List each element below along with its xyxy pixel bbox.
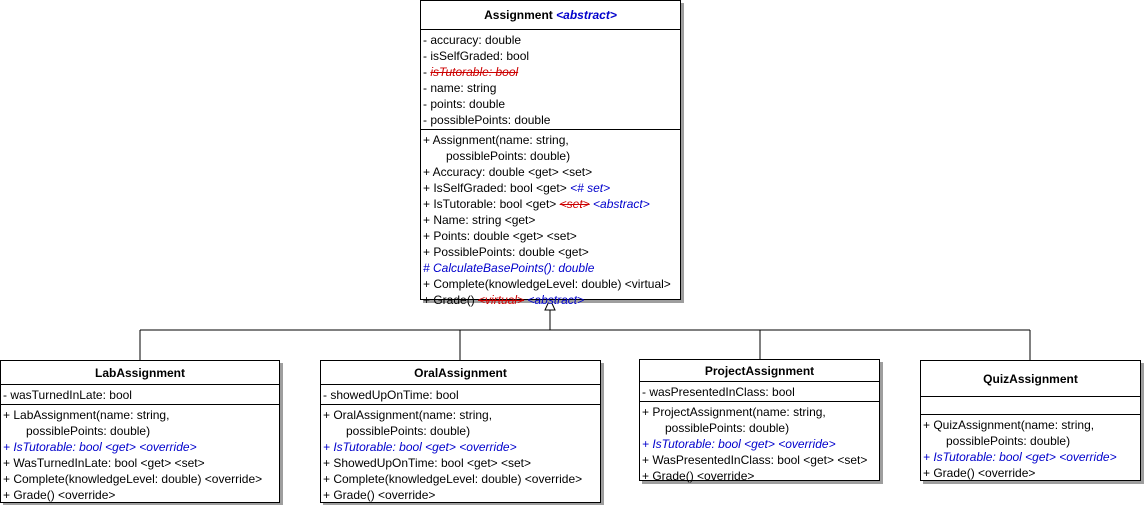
attribute: - points: double [423, 97, 506, 111]
class-name: Assignment [484, 8, 553, 22]
abstract-modifier: <abstract> [593, 197, 650, 211]
grade-method: + Grade() <override> [3, 488, 116, 502]
assignment-operations: + Assignment(name: string, possiblePoint… [421, 130, 680, 309]
oralassignment-class[interactable]: OralAssignment - showedUpOnTime: bool + … [320, 360, 601, 503]
generalization-arrowhead [544, 297, 556, 311]
isselfgraded-property: + IsSelfGraded: bool <get> <# set> [423, 181, 611, 195]
oralassignment-operations: + OralAssignment(name: string, possibleP… [321, 405, 600, 504]
labassignment-attributes: - wasTurnedInLate: bool [1, 385, 279, 405]
grade-method: + Grade() <override> [642, 469, 755, 483]
constructor: + LabAssignment(name: string, [3, 408, 170, 422]
assignment-class-header: Assignment <abstract> [421, 1, 680, 30]
removed-attribute: isTutorable: bool [430, 65, 519, 79]
istutorable-property: + IsTutorable: bool <get> <set> <abstrac… [423, 197, 650, 211]
assignment-attributes: - accuracy: double - isSelfGraded: bool - … [421, 30, 680, 130]
oralassignment-header: OralAssignment [321, 361, 600, 385]
constructor: + Assignment(name: string, [423, 133, 569, 147]
constructor: + ProjectAssignment(name: string, [642, 405, 826, 419]
attribute: - name: string [423, 81, 497, 95]
labassignment-class[interactable]: LabAssignment - wasTurnedInLate: bool + … [0, 360, 280, 503]
accuracy-property: + Accuracy: double <get> <set> [423, 165, 593, 179]
removed-set: <set> [559, 197, 590, 211]
quizassignment-attributes [921, 397, 1140, 415]
constructor: + QuizAssignment(name: string, [923, 418, 1095, 432]
complete-method: + Complete(knowledgeLevel: double) <over… [3, 472, 263, 486]
quizassignment-header: QuizAssignment [921, 361, 1140, 397]
waspresentedinclass-property: + WasPresentedInClass: bool <get> <set> [642, 453, 868, 467]
quizassignment-operations: + QuizAssignment(name: string, possibleP… [921, 415, 1140, 482]
grade-method: + Grade() <override> [323, 488, 436, 502]
constructor-params: possiblePoints: double) [446, 149, 571, 163]
projectassignment-class[interactable]: ProjectAssignment - wasPresentedInClass:… [639, 359, 880, 483]
oralassignment-attributes: - showedUpOnTime: bool [321, 385, 600, 405]
points-property: + Points: double <get> <set> [423, 229, 577, 243]
assignment-class[interactable]: Assignment <abstract> - accuracy: double… [420, 0, 681, 307]
complete-method: + Complete(knowledgeLevel: double) <over… [323, 472, 583, 486]
calculatebasepoints-method: # CalculateBasePoints(): double [423, 261, 595, 275]
attribute: - accuracy: double [423, 33, 522, 47]
projectassignment-attributes: - wasPresentedInClass: bool [640, 382, 879, 402]
complete-method: + Complete(knowledgeLevel: double) <virt… [423, 277, 671, 291]
abstract-stereotype: <abstract> [556, 8, 617, 22]
attribute: - showedUpOnTime: bool [323, 388, 459, 402]
constructor-params: possiblePoints: double) [665, 421, 790, 435]
istutorable-override: + IsTutorable: bool <get> <override> [323, 440, 517, 454]
possiblepoints-property: + PossiblePoints: double <get> [423, 245, 589, 259]
abstract-modifier: <abstract> [527, 293, 585, 307]
constructor-params: possiblePoints: double) [26, 424, 151, 438]
protected-set: <# set> [570, 181, 611, 195]
labassignment-operations: + LabAssignment(name: string, possiblePo… [1, 405, 279, 504]
istutorable-override: + IsTutorable: bool <get> <override> [642, 437, 836, 451]
attribute: - isSelfGraded: bool [423, 49, 530, 63]
constructor-params: possiblePoints: double) [946, 434, 1071, 448]
grade-method: + Grade() <override> [923, 466, 1036, 480]
istutorable-override: + IsTutorable: bool <get> <override> [923, 450, 1117, 464]
attribute: - wasPresentedInClass: bool [642, 385, 795, 399]
wasturnedinlate-property: + WasTurnedInLate: bool <get> <set> [3, 456, 205, 470]
labassignment-header: LabAssignment [1, 361, 279, 385]
projectassignment-operations: + ProjectAssignment(name: string, possib… [640, 402, 879, 485]
istutorable-override: + IsTutorable: bool <get> <override> [3, 440, 197, 454]
attribute: - possiblePoints: double [423, 113, 551, 127]
constructor: + OralAssignment(name: string, [323, 408, 493, 422]
removed-virtual: <virtual> [478, 293, 525, 307]
name-property: + Name: string <get> [423, 213, 536, 227]
attribute: - wasTurnedInLate: bool [3, 388, 132, 402]
showeduponsetime-property: + ShowedUpOnTime: bool <get> <set> [323, 456, 532, 470]
projectassignment-header: ProjectAssignment [640, 360, 879, 382]
grade-method: + Grade() <virtual> <abstract> [423, 293, 585, 307]
attribute: - isTutorable: bool [423, 65, 519, 79]
constructor-params: possiblePoints: double) [346, 424, 471, 438]
quizassignment-class[interactable]: QuizAssignment + QuizAssignment(name: st… [920, 360, 1141, 481]
